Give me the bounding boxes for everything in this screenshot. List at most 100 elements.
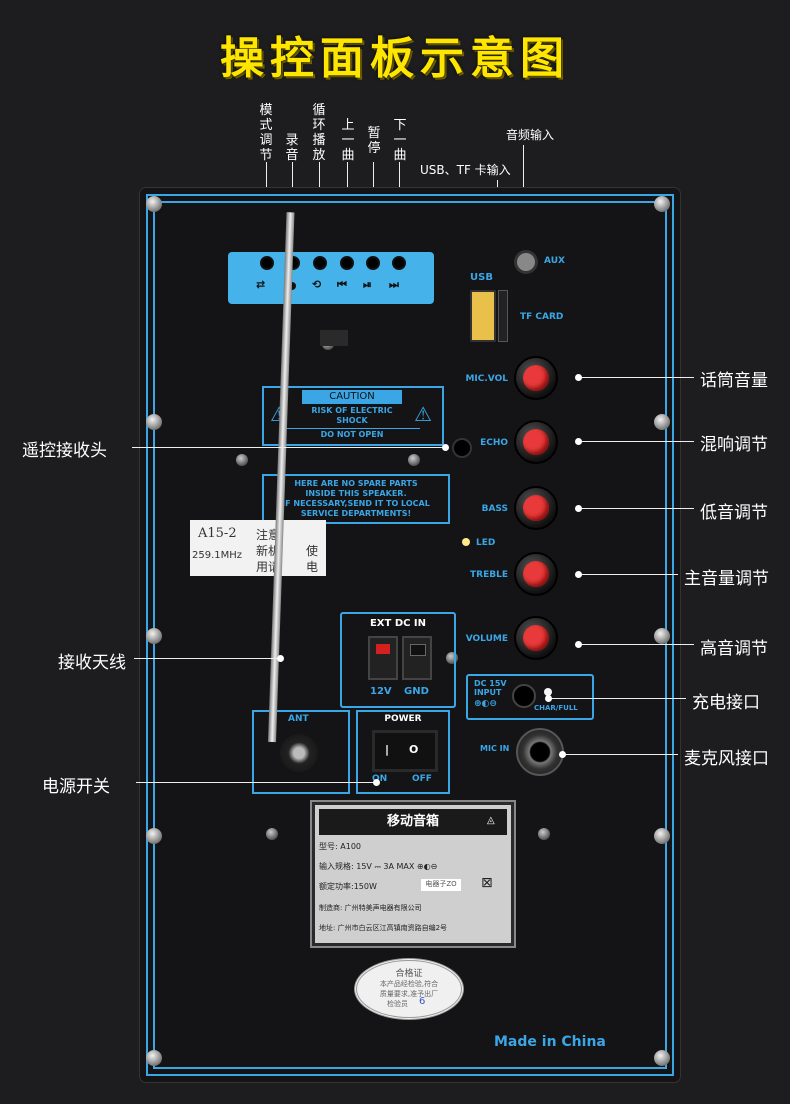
leader-dot [575, 374, 582, 381]
callout-power-switch: 电源开关 [42, 777, 110, 797]
prev-button[interactable] [340, 256, 354, 270]
input-value: 15V ⎓ 3A MAX [356, 862, 415, 871]
terminal-gnd[interactable] [402, 636, 432, 680]
power-label: 额定功率: [319, 882, 354, 891]
input-label: 输入规格: [319, 862, 354, 871]
nut-icon [236, 454, 248, 466]
dc15-label: DC 15V [474, 679, 507, 688]
tf-card-label: TF CARD [520, 312, 564, 322]
terminal-12v[interactable] [368, 636, 398, 680]
maker-row: 制造商: 广州特美声电器有限公司 [319, 903, 422, 913]
nameplate: 移动音箱 ◬ 型号: A100 输入规格: 15V ⎓ 3A MAX ⊕◐⊖ 额… [310, 800, 516, 948]
callout-remote: 遥控接收头 [22, 441, 107, 461]
aux-jack[interactable] [514, 250, 538, 274]
polarity-icon: ⊕◐⊖ [416, 862, 438, 871]
label-prev: 上一曲 [341, 118, 355, 163]
on-label: ON [372, 774, 388, 784]
notice-line: IF NECESSARY,SEND IT TO LOCAL [282, 499, 430, 508]
screw-icon [654, 1050, 670, 1066]
leader-dot [575, 438, 582, 445]
knob-label: BASS [481, 504, 508, 514]
pause-button[interactable] [366, 256, 380, 270]
speaker-panel: ⇄ ⟲ ⏮ ⏯ ⏭ AUX USB TF CARD ⚠ ⚠ CAUTION RI… [140, 188, 680, 1082]
leader-line [134, 658, 280, 659]
power-row: 额定功率:150W [319, 881, 377, 892]
dc-jack[interactable] [512, 684, 536, 708]
leader-dot [545, 695, 552, 702]
antenna-base [280, 734, 318, 772]
charge-led [544, 688, 552, 696]
sticker-text: 使 [306, 544, 319, 558]
char-full-label: CHAR/FULL [534, 704, 578, 712]
callout-antenna: 接收天线 [58, 653, 126, 673]
leader-line [548, 698, 686, 699]
play-pause-icon: ⏯ [363, 278, 372, 291]
volume-knob[interactable] [514, 616, 558, 660]
screw-icon [146, 414, 162, 430]
next-button[interactable] [392, 256, 406, 270]
usb-port[interactable] [470, 290, 496, 342]
record-icon [288, 282, 296, 290]
leader-dot [277, 655, 284, 662]
usb-label: USB [470, 272, 493, 283]
loop-icon: ⟲ [312, 278, 322, 291]
led-indicator [462, 538, 470, 546]
address-value: 广州市白云区江高镇南资路自编2号 [337, 924, 448, 932]
made-in-label: Made in China [494, 1034, 606, 1050]
nut-icon [266, 828, 278, 840]
knob-label: VOLUME [465, 634, 508, 644]
certificate-line: 本产品经检验,符合 [379, 980, 439, 988]
caution-line: SHOCK [336, 416, 368, 425]
leader-line [578, 644, 694, 645]
callout-echo: 混响调节 [700, 435, 768, 455]
leader-line [578, 377, 694, 378]
screw-icon [654, 196, 670, 212]
caution-box: ⚠ ⚠ CAUTION RISK OF ELECTRIC SHOCK DO NO… [262, 386, 444, 446]
label-loop: 循环播放 [312, 103, 326, 163]
input-row: 输入规格: 15V ⎓ 3A MAX ⊕◐⊖ [319, 861, 437, 872]
label-next: 下一曲 [393, 118, 407, 163]
power-value: 150W [353, 882, 377, 891]
screw-icon [146, 628, 162, 644]
nameplate-title: 移动音箱 [319, 809, 507, 835]
power-switch[interactable]: | O [372, 730, 438, 772]
label-audio-in: 音频输入 [506, 128, 555, 142]
mic-in-label: MIC IN [480, 744, 510, 753]
echo-knob[interactable] [514, 420, 558, 464]
leader-line [578, 574, 678, 575]
mode-button[interactable] [260, 256, 274, 270]
treble-knob[interactable] [514, 552, 558, 596]
mic-volume-knob[interactable] [514, 356, 558, 400]
polarity-icon: ⊕◐⊖ [474, 699, 497, 709]
divider [284, 428, 420, 429]
callout-master: 主音量调节 [684, 569, 769, 589]
certificate-line: 检验员 [387, 1000, 408, 1008]
loop-button[interactable] [313, 256, 327, 270]
mic-jack[interactable] [516, 728, 564, 776]
certificate-line: 质量要求,准予出厂 [379, 990, 439, 998]
label-mode: 模式调节 [259, 103, 273, 163]
caution-line: DO NOT OPEN [320, 430, 384, 439]
screw-icon [146, 1050, 162, 1066]
gnd-label: GND [404, 686, 429, 697]
callout-mic-volume: 话筒音量 [700, 371, 768, 391]
ext-dc-label: EXT DC IN [369, 618, 427, 629]
ce-mark-icon: ◬ [487, 815, 495, 826]
leader-line [562, 754, 678, 755]
leader-line [136, 782, 376, 783]
bracket [320, 330, 348, 346]
remote-receiver [452, 438, 472, 458]
mode-icon: ⇄ [256, 278, 266, 291]
screw-icon [654, 828, 670, 844]
knob-label: MIC.VOL [465, 374, 508, 384]
caution-line: RISK OF ELECTRIC [311, 406, 393, 415]
label-record: 录音 [285, 133, 299, 163]
label-usb-tf: USB、TF 卡输入 [420, 163, 511, 177]
tf-card-slot[interactable] [498, 290, 508, 342]
sticker-text: 电 [306, 560, 319, 574]
v12-label: 12V [370, 686, 392, 697]
bass-knob[interactable] [514, 486, 558, 530]
leader-dot [575, 571, 582, 578]
nut-icon [408, 454, 420, 466]
recycle-bin-icon: ⊠ [481, 875, 493, 891]
